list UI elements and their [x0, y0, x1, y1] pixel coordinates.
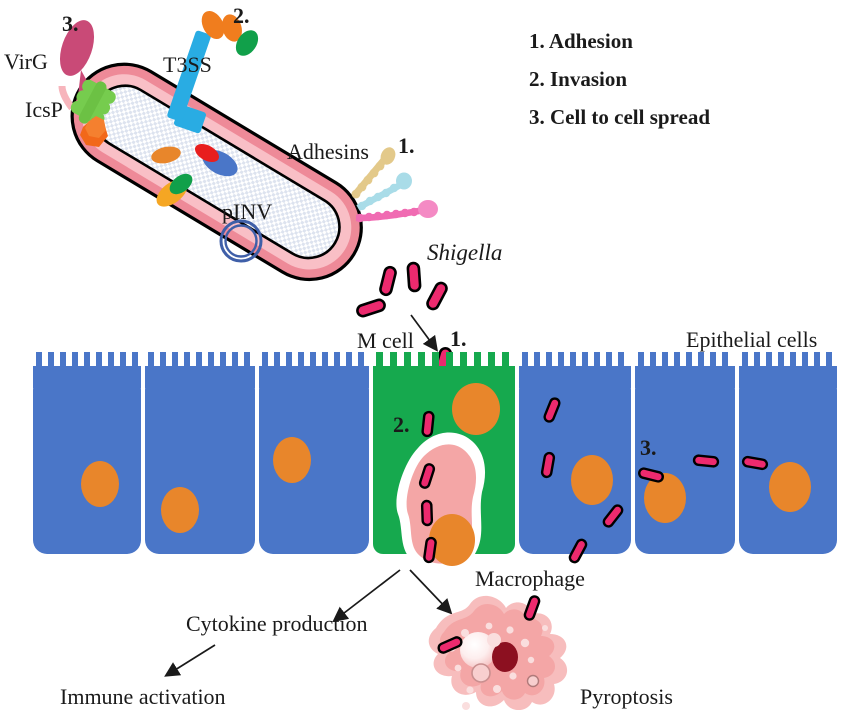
label-immune-activation: Immune activation [60, 684, 226, 709]
label-adhesins: Adhesins [287, 139, 369, 164]
label-pyroptosis: Pyroptosis [580, 684, 673, 709]
m-cell [373, 352, 515, 571]
cytoplasmic-proteins [151, 143, 238, 207]
label-step2-bacterium: 2. [233, 3, 250, 28]
epithelial-cell-6 [635, 352, 735, 554]
epithelium-row [33, 352, 837, 571]
label-epithelial-cells: Epithelial cells [686, 327, 818, 352]
nucleus [571, 455, 613, 505]
adhesins-fibers [351, 147, 438, 223]
nucleus [273, 437, 311, 483]
epithelial-cell-2 [145, 352, 255, 554]
epithelial-cell-7 [739, 352, 837, 554]
label-pinv: pINV [222, 199, 273, 224]
arrow-to-cytokine [332, 569, 401, 623]
adhesin-pink [355, 200, 438, 223]
adhesin-cyan [356, 172, 412, 211]
vacuole-large [460, 632, 496, 668]
t3ss-needle [167, 10, 259, 134]
legend-item-1: 1. Adhesion [529, 29, 633, 53]
shigella-bacterium-diagram [58, 10, 438, 282]
label-cytokine-production: Cytokine production [186, 611, 368, 636]
epithelial-cell-3 [259, 352, 369, 554]
arrow-to-immune-activation [164, 644, 216, 677]
arrow-to-pyroptosis [409, 569, 453, 615]
legend-item-2: 2. Invasion [529, 67, 628, 91]
nucleus [769, 462, 811, 512]
label-shigella: Shigella [427, 240, 503, 265]
label-step3-tissue: 3. [640, 435, 657, 460]
legend-item-3: 3. Cell to cell spread [529, 105, 711, 129]
pinv-plasmid-icon [219, 219, 263, 263]
invasion-arrow [410, 314, 439, 352]
macrophage-nucleus [492, 642, 518, 672]
virg-icsp-complex [58, 20, 116, 147]
epithelial-cell-5 [519, 352, 631, 565]
nucleus [644, 473, 686, 523]
macrophage-nucleus [429, 514, 475, 566]
nucleus [161, 487, 199, 533]
label-m-cell: M cell [357, 328, 414, 353]
label-step2-tissue: 2. [393, 412, 410, 437]
nucleus [81, 461, 119, 507]
label-macrophage: Macrophage [475, 566, 585, 591]
label-virg: VirG [4, 49, 48, 74]
adhesin-tan [351, 147, 396, 199]
label-icsp: IcsP [25, 97, 63, 122]
pyroptotic-macrophage [428, 593, 568, 711]
epithelial-cell-1 [33, 352, 141, 554]
label-step1-tissue: 1. [450, 326, 467, 351]
label-t3ss: T3SS [163, 52, 212, 77]
nucleus [452, 383, 500, 435]
label-step3-bacterium: 3. [62, 11, 79, 36]
label-step1-bacterium: 1. [398, 133, 415, 158]
